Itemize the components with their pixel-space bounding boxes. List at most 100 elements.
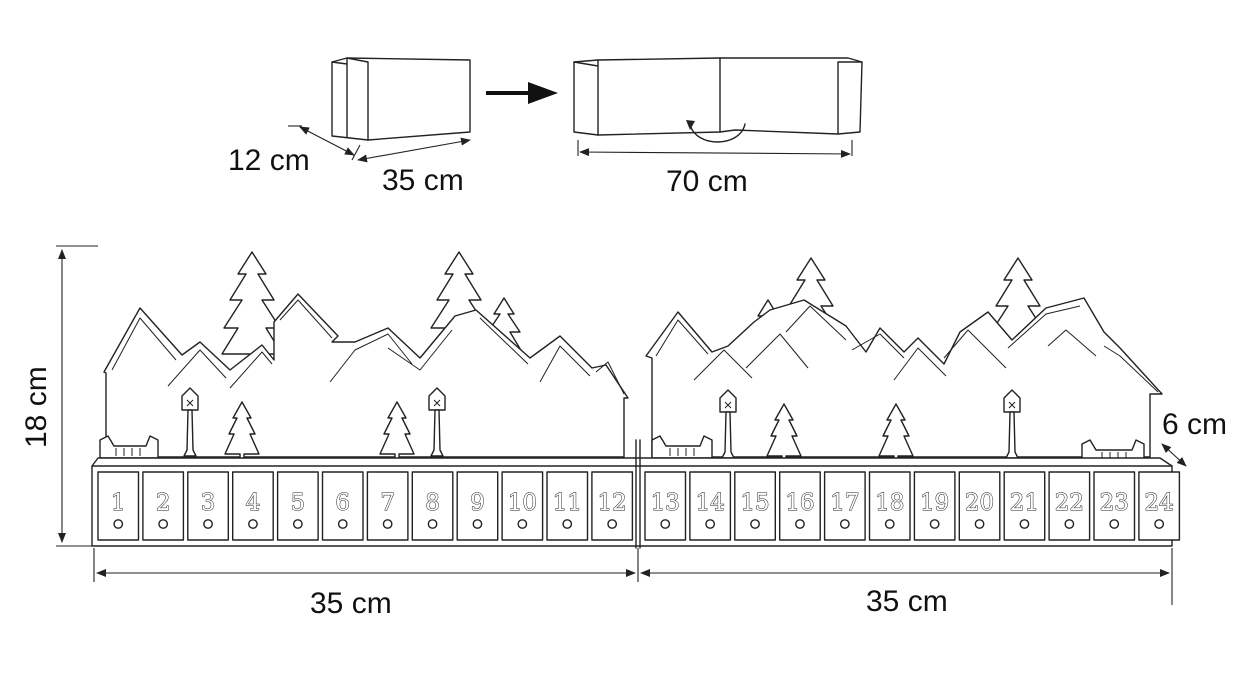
door-knob [884,519,895,529]
door-11[interactable]: 11 [546,471,589,541]
open-width-dimension [577,140,853,158]
door-16[interactable]: 16 [779,471,821,541]
door-panel [456,471,499,541]
door-4[interactable]: 4 [231,471,274,541]
door-1[interactable]: 1 [97,471,140,541]
door-23[interactable]: 23 [1093,471,1136,541]
door-number: 21 [1010,490,1039,516]
arrow-right-icon [486,82,558,104]
door-number: 20 [965,490,994,516]
door-number: 15 [740,490,769,516]
closed-width-label: 35 cm [382,164,464,197]
open-width-label: 70 cm [666,165,748,198]
door-number: 7 [380,490,395,516]
right-width-label: 35 cm [866,585,948,618]
door-knob [750,519,760,529]
door-knob [472,519,483,529]
door-knob [292,519,303,529]
closed-width-dimension [357,137,471,163]
door-number: 13 [651,490,680,516]
door-knob [839,519,850,529]
depth-label-main: 6 cm [1162,408,1227,441]
fence-right [1081,439,1145,463]
door-number: 10 [508,490,537,516]
lamp-post-4 [1003,389,1021,459]
door-number: 22 [1055,490,1084,516]
left-width-label: 35 cm [310,587,392,620]
door-10[interactable]: 10 [501,471,544,541]
door-2[interactable]: 2 [142,471,185,541]
height-dimension [56,245,98,547]
door-knob [1064,519,1075,529]
door-number: 23 [1100,490,1129,516]
door-knob [929,519,940,529]
door-number: 17 [830,490,859,516]
door-number: 16 [785,490,814,516]
door-knob [705,519,716,529]
door-number: 18 [875,490,904,516]
door-knob [607,519,618,529]
door-15[interactable]: 15 [734,471,776,541]
door-9[interactable]: 9 [456,471,499,541]
door-knob [974,519,985,529]
door-panel [591,471,634,541]
door-22[interactable]: 22 [1048,471,1091,541]
door-number: 6 [335,490,350,516]
door-knob [562,519,573,529]
door-knob [337,519,348,529]
door-8[interactable]: 8 [411,471,454,541]
door-number: 2 [156,490,171,516]
lamp-post-2 [428,387,446,457]
door-14[interactable]: 14 [689,471,732,541]
door-13[interactable]: 13 [644,471,687,541]
door-panel [501,471,544,541]
door-number: 4 [246,490,261,516]
folded-box [331,57,471,141]
door-3[interactable]: 3 [187,471,230,541]
door-knob [113,519,124,529]
door-6[interactable]: 6 [321,471,364,541]
unfolded-box [573,57,863,143]
door-20[interactable]: 20 [958,471,1001,541]
door-12[interactable]: 12 [591,471,634,541]
door-24[interactable]: 24 [1138,471,1181,541]
door-7[interactable]: 7 [366,471,409,541]
door-knob [203,519,213,529]
door-number: 9 [470,490,485,516]
door-knob [1154,519,1165,529]
door-number: 8 [425,490,440,516]
door-number: 24 [1145,490,1174,516]
door-knob [1109,519,1120,529]
door-knob [382,519,393,529]
door-knob [795,519,805,529]
tall-tree-1 [221,251,283,355]
door-21[interactable]: 21 [1003,471,1046,541]
fence-mid [651,435,713,459]
door-number: 14 [696,490,725,516]
door-knob [248,519,258,529]
height-label: 18 cm [20,366,53,448]
door-18[interactable]: 18 [868,471,911,541]
door-number: 12 [598,490,627,516]
depth-label: 12 cm [228,144,310,177]
door-number: 11 [553,490,582,516]
door-knob [158,519,169,529]
door-17[interactable]: 17 [823,471,866,541]
door-19[interactable]: 19 [913,471,956,541]
door-number: 1 [111,490,126,516]
door-knob [427,519,438,529]
door-number: 19 [920,490,949,516]
door-knob [1019,519,1030,529]
door-number: 5 [291,490,306,516]
left-width-dimension [93,548,639,582]
left-house-skyline [103,293,629,458]
door-5[interactable]: 5 [276,471,319,541]
door-number: 3 [201,490,216,516]
depth-dimension-main [1161,443,1187,467]
lamp-post-1 [181,387,199,457]
fence-left [99,435,159,459]
right-house-skyline [645,297,1163,458]
door-knob [660,519,671,529]
